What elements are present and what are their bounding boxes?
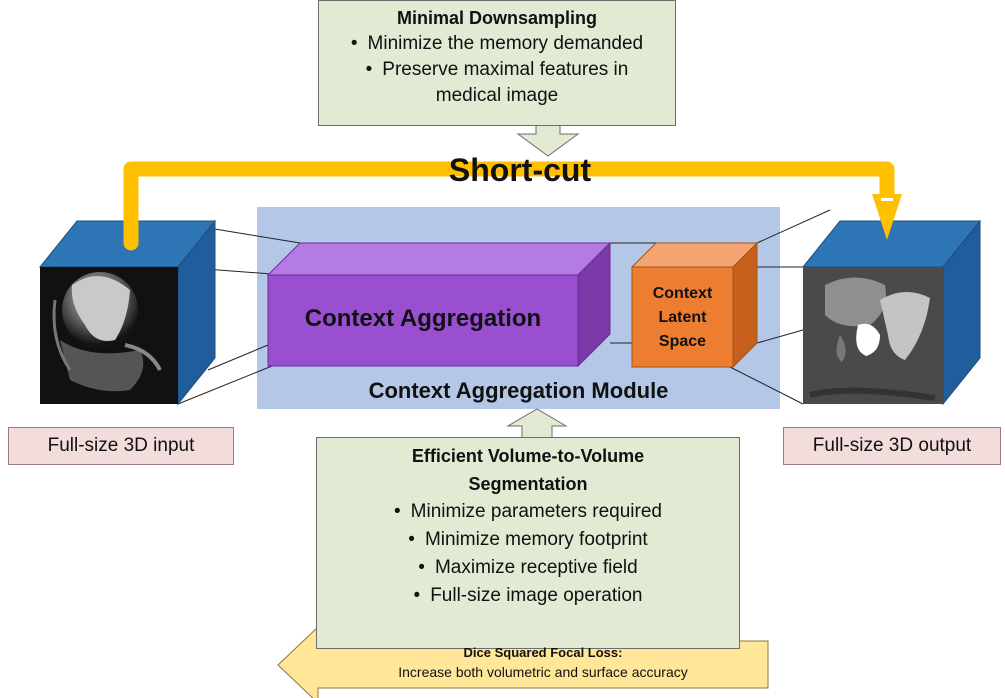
output-cube: [801, 219, 982, 406]
top-box-item: Minimize the memory demanded: [319, 31, 675, 57]
bottom-box-up-arrow: [506, 408, 568, 439]
latent-space-block: [630, 241, 759, 369]
minimal-downsampling-box: Minimal Downsampling Minimize the memory…: [318, 0, 676, 126]
bottom-box-item: Minimize parameters required: [317, 498, 739, 526]
bottom-box-item: Maximize receptive field: [317, 554, 739, 582]
latent-space-label: Context Latent Space: [652, 285, 713, 350]
context-aggregation-block: [266, 241, 612, 368]
input-cube: [38, 219, 217, 406]
shortcut-arrow: [123, 161, 902, 251]
input-mri-image: [52, 272, 162, 392]
output-segmentation-image: [809, 277, 936, 401]
top-box-item: Preserve maximal features in medical ima…: [319, 57, 675, 109]
module-label: Context Aggregation Module: [368, 378, 669, 403]
bottom-box-item: Full-size image operation: [317, 582, 739, 610]
context-aggregation-label: Context Aggregation: [304, 305, 542, 332]
loss-subtitle: Increase both volumetric and surface acc…: [398, 664, 688, 680]
shortcut-label: Short-cut: [448, 152, 592, 188]
efficient-segmentation-title: Efficient Volume-to-Volume Segmentation: [411, 446, 645, 494]
output-label: Full-size 3D output: [783, 427, 1001, 465]
top-box-down-arrow: [516, 124, 580, 157]
efficient-segmentation-box: Efficient Volume-to-Volume Segmentation …: [316, 437, 740, 649]
minimal-downsampling-title: Minimal Downsampling: [396, 8, 597, 28]
bottom-box-item: Minimize memory footprint: [317, 526, 739, 554]
input-label: Full-size 3D input: [8, 427, 234, 465]
loss-title: Dice Squared Focal Loss:: [463, 645, 623, 660]
